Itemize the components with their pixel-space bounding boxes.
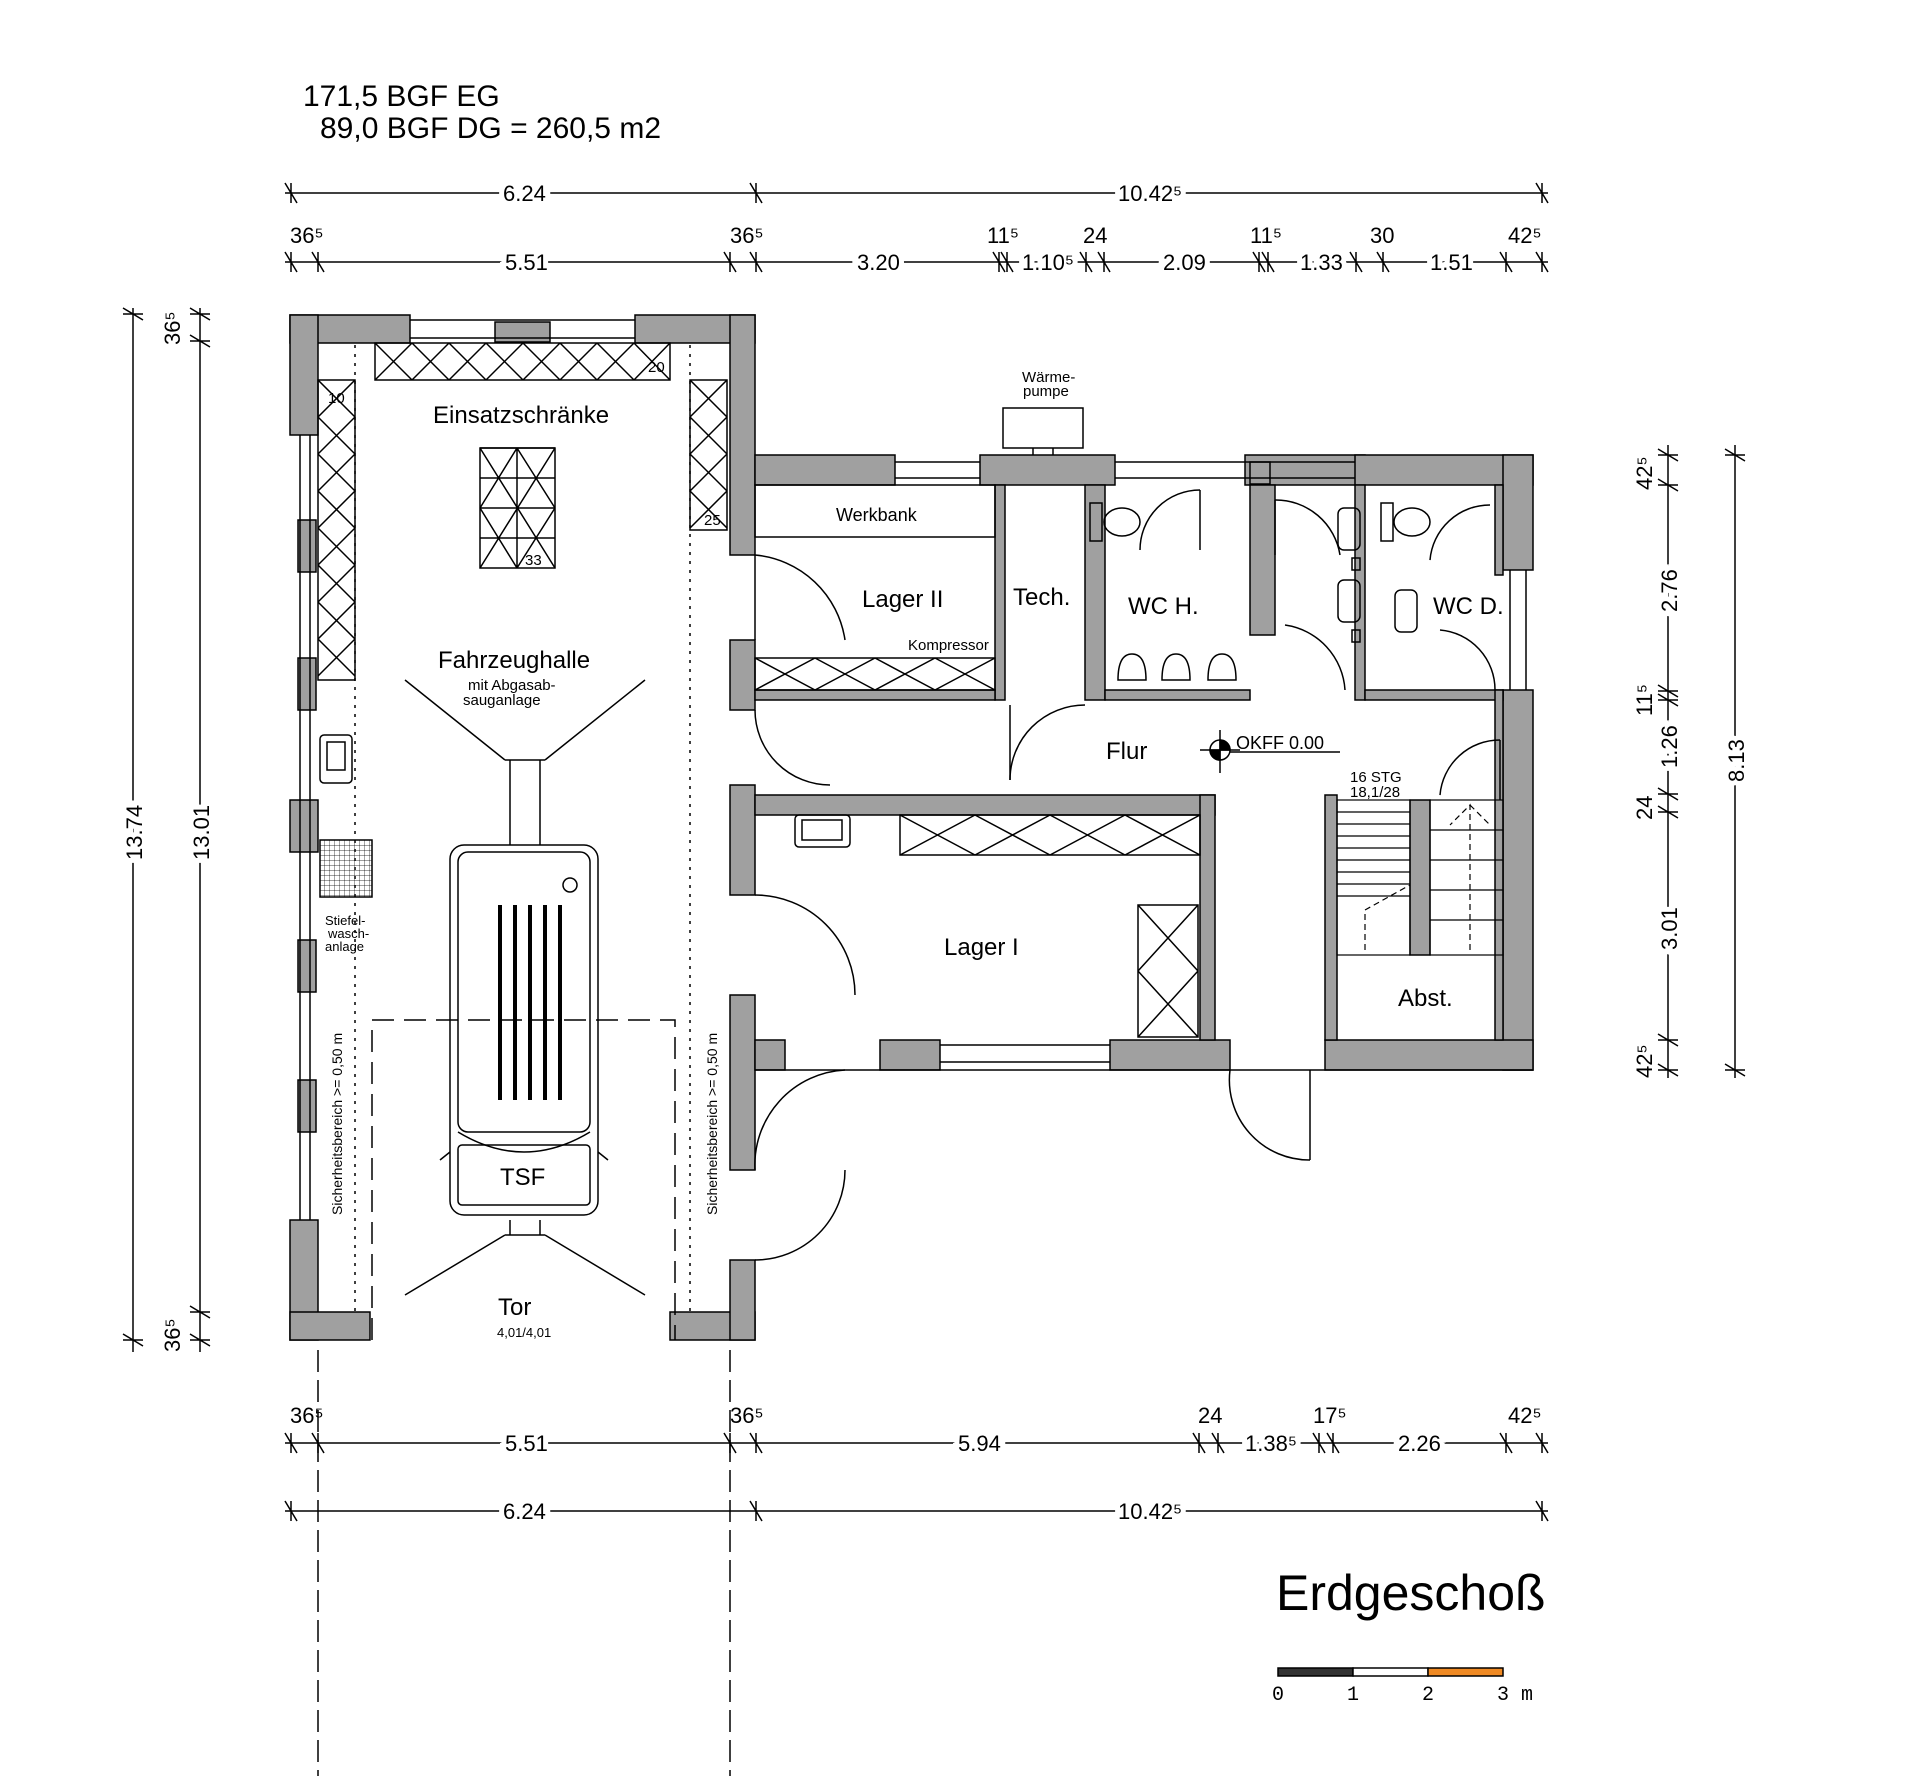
header-line-1: 171,5 BGF EG	[303, 80, 500, 113]
dim-top2-e: 11⁵	[987, 223, 1019, 248]
label-fahrzeughalle-sub1: mit Abgasab-	[468, 677, 556, 694]
dim-right-a: 42⁵	[1632, 456, 1657, 490]
label-n20: 20	[648, 359, 665, 376]
dim-bot1-h: 2.26	[1398, 1431, 1441, 1456]
dim-bot2-a: 6.24	[503, 1499, 546, 1524]
room-labels: Einsatzschränke Fahrzeughalle mit Abgasa…	[325, 359, 1504, 1340]
label-tech: Tech.	[1013, 584, 1070, 611]
dim-bot2-b: 10.42⁵	[1118, 1499, 1182, 1524]
doors	[754, 489, 1501, 1261]
dim-bot1-g: 17⁵	[1313, 1403, 1347, 1428]
safety-zone	[317, 345, 731, 1776]
okff-marker	[1200, 730, 1340, 773]
label-flur: Flur	[1106, 738, 1147, 765]
dim-left-top: 36⁵	[160, 311, 185, 345]
label-sicherheit-left: Sicherheitsbereich >= 0,50 m	[329, 1033, 345, 1215]
dim-top2-j: 1.33	[1300, 250, 1343, 275]
label-sicherheit-right: Sicherheitsbereich >= 0,50 m	[704, 1033, 720, 1215]
dim-right-d: 1.26	[1657, 725, 1682, 768]
dim-top2-b: 5.51	[505, 250, 548, 275]
dim-top2-m: 42⁵	[1508, 223, 1542, 248]
dim-top2-c: 36⁵	[730, 223, 764, 248]
dim-bot1-c: 36⁵	[730, 1403, 764, 1428]
dim-right-f: 3.01	[1657, 907, 1682, 950]
label-waerme-1: Wärme-	[1022, 369, 1075, 386]
dim-top2-l: 1.51	[1430, 250, 1473, 275]
label-stg-1: 16 STG	[1350, 769, 1402, 786]
dim-right-b: 2.76	[1657, 569, 1682, 612]
dim-left-outer: 13.74	[122, 805, 147, 860]
label-stg-2: 18,1/28	[1350, 784, 1400, 801]
label-kompressor: Kompressor	[908, 637, 989, 654]
furniture	[317, 342, 1431, 1038]
windows	[299, 319, 1533, 1220]
tsf-vehicle	[404, 679, 646, 1296]
dim-left-inner: 13.01	[189, 805, 214, 860]
dim-bot1-a: 36⁵	[290, 1403, 324, 1428]
dim-bot1-d: 5.94	[958, 1431, 1001, 1456]
label-abst: Abst.	[1398, 985, 1453, 1012]
label-n10: 10	[328, 390, 345, 407]
label-wc-h: WC H.	[1128, 593, 1199, 620]
scale-bar	[1277, 1667, 1504, 1677]
scale-label-3: 3 m	[1497, 1684, 1533, 1707]
dim-right-g: 42⁵	[1632, 1044, 1657, 1078]
dimension-lines	[122, 182, 1746, 1522]
label-werkbank: Werkbank	[836, 505, 918, 525]
label-tor-size: 4,01/4,01	[497, 1325, 551, 1340]
label-tsf: TSF	[500, 1164, 545, 1191]
dim-left-bottom: 36⁵	[160, 1318, 185, 1352]
scale-label-1: 1	[1347, 1684, 1359, 1707]
dim-top2-g: 24	[1083, 223, 1107, 248]
walls	[289, 314, 1534, 1341]
label-stiefel-1: Stiefel-	[325, 913, 365, 928]
dim-right-e: 24	[1632, 796, 1657, 820]
page-title: Erdgeschoß	[1276, 1565, 1546, 1621]
scale-labels: 0 1 2 3 m	[1272, 1684, 1533, 1707]
dim-bot1-b: 5.51	[505, 1431, 548, 1456]
scale-seg-2	[1427, 1667, 1504, 1677]
dim-top2-a: 36⁵	[290, 223, 324, 248]
label-lager-2: Lager II	[862, 586, 943, 613]
staircase	[1336, 799, 1504, 956]
label-fahrzeughalle: Fahrzeughalle	[438, 647, 590, 674]
label-stiefel-3: anlage	[325, 939, 364, 954]
label-wc-d: WC D.	[1433, 593, 1504, 620]
dim-right-total: 8.13	[1724, 739, 1749, 782]
dim-top2-i: 11⁵	[1250, 223, 1282, 248]
label-stiefel-2: wasch-	[327, 926, 369, 941]
label-lager-1: Lager I	[944, 934, 1019, 961]
scale-label-0: 0	[1272, 1684, 1284, 1707]
dim-bot1-i: 42⁵	[1508, 1403, 1542, 1428]
dim-top2-d: 3.20	[857, 250, 900, 275]
dim-top1-b: 10.42⁵	[1118, 181, 1182, 206]
label-einsatzschraenke: Einsatzschränke	[433, 402, 609, 429]
label-n33: 33	[525, 552, 542, 569]
scale-label-2: 2	[1422, 1684, 1434, 1707]
label-fahrzeughalle-sub2: sauganlage	[463, 692, 541, 709]
label-n25: 25	[704, 512, 721, 529]
dimension-labels: 6.24 10.42⁵ 36⁵ 5.51 36⁵ 3.20 11⁵ 1.10⁵ …	[117, 176, 1754, 1529]
dim-top2-k: 30	[1370, 223, 1394, 248]
scale-seg-1	[1352, 1667, 1429, 1677]
scale-seg-0	[1277, 1667, 1354, 1677]
label-tor: Tor	[498, 1294, 531, 1321]
dim-top1-a: 6.24	[503, 181, 546, 206]
label-okff: OKFF 0.00	[1236, 733, 1324, 753]
label-waerme-2: pumpe	[1023, 383, 1069, 400]
dim-top2-h: 2.09	[1163, 250, 1206, 275]
dim-bot1-e: 24	[1198, 1403, 1222, 1428]
header-line-2: 89,0 BGF DG = 260,5 m2	[320, 112, 662, 145]
dim-right-c: 11⁵	[1632, 684, 1657, 716]
dim-bot1-f: 1.38⁵	[1245, 1431, 1297, 1456]
dim-top2-f: 1.10⁵	[1022, 250, 1074, 275]
